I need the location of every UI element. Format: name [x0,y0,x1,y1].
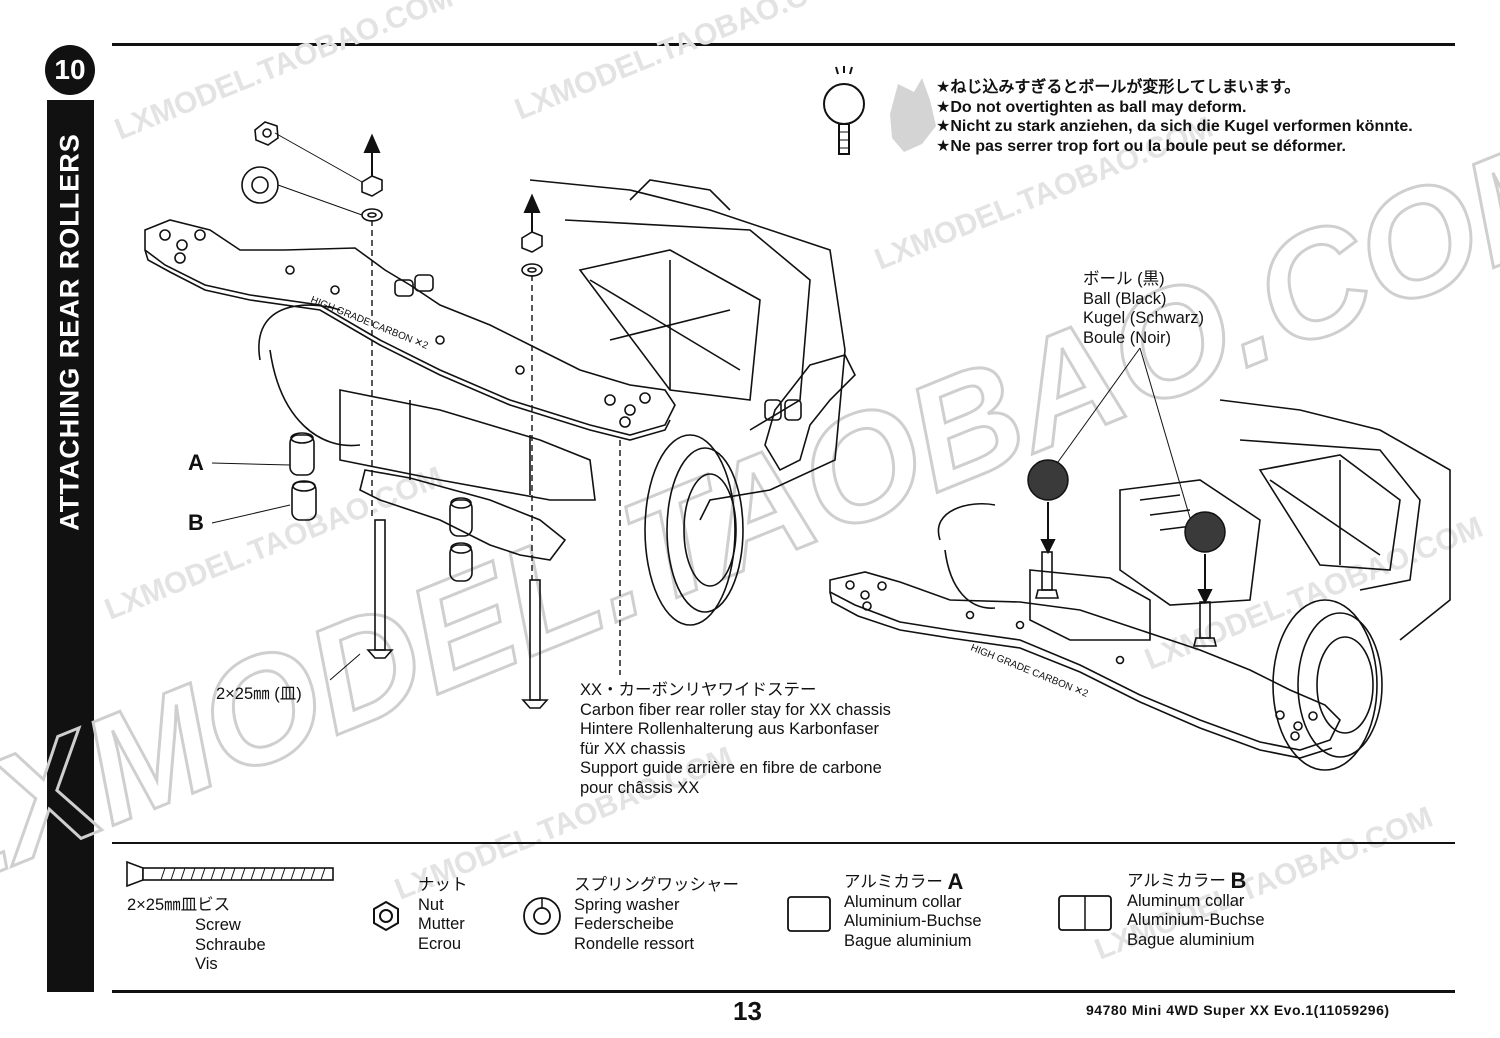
warning-line-jp: ★ねじ込みすぎるとボールが変形してしまいます。 [936,79,1301,96]
warning-line-fr: ★Ne pas serrer trop fort ou la boule peu… [936,137,1346,155]
ball-line-jp: ボール (黒) [1083,270,1165,288]
legend-washer-jp: スプリングワッシャー [574,876,739,894]
legend-nut-labels: ナット Nut Mutter Ecrou [418,876,468,954]
legend-washer-de: Federscheibe [574,915,674,933]
stay-callout: XX・カーボンリヤワイドステー Carbon fiber rear roller… [580,681,960,798]
legend-washer-en: Spring washer [574,895,680,914]
legend-collar-b-letter: B [1230,868,1247,893]
stay-line-de-2: für XX chassis [580,739,686,758]
legend-nut-en: Nut [418,895,444,914]
hex-nut-icon [373,900,399,932]
collar-b-label: B [188,510,204,535]
page-number: 13 [733,996,762,1026]
legend-collar-b-de: Aluminium-Buchse [1127,911,1265,929]
legend-collar-b-jp: アルミカラー [1127,872,1226,890]
legend-nut-de: Mutter [418,915,465,933]
stay-line-fr-1: Support guide arrière en fibre de carbon… [580,759,882,777]
step-title-bar [47,100,94,992]
legend-screw-jp: 2×25㎜皿ビス [127,896,231,914]
stay-line-fr-2: pour châssis XX [580,778,700,797]
legend-screw-names: Screw Schraube Vis [195,916,266,975]
legend-collar-b-fr: Bague aluminium [1127,930,1255,949]
spring-washer-icon [523,897,561,935]
legend-collar-b-en: Aluminum collar [1127,891,1245,910]
plate-marking-left: HIGH GRADE CARBON ✕2 [309,295,430,352]
legend-screw-fr: Vis [195,955,218,973]
legend-collar-a-de: Aluminium-Buchse [844,912,982,930]
legend-nut-jp: ナット [418,876,468,894]
legend-collar-a-jp: アルミカラー [844,873,943,891]
screw-size-callout: 2×25㎜ (皿) [216,685,302,703]
ball-line-en: Ball (Black) [1083,289,1167,308]
exploded-assembly-diagram: HIGH GRADE CARBON ✕2 [144,121,856,709]
countersunk-screw-icon [126,860,334,888]
stay-line-jp: XX・カーボンリヤワイドステー [580,681,817,699]
header-rule [112,43,1455,46]
collar-a-label: A [188,450,204,475]
legend-collar-a-fr: Bague aluminium [844,931,972,950]
collar-b-icon [1058,895,1112,931]
warning-line-en: ★Do not overtighten as ball may deform. [936,98,1247,116]
product-code: 94780 Mini 4WD Super XX Evo.1(11059296) [1086,1002,1390,1018]
warning-line-de: ★Nicht zu stark anziehen, da sich die Ku… [936,118,1413,135]
stay-line-de-1: Hintere Rollenhalterung aus Karbonfaser [580,720,880,738]
legend-collar-a-letter: A [947,869,964,894]
legend-screw-en: Screw [195,916,241,934]
step-number: 10 [45,45,95,95]
ball-line-fr: Boule (Noir) [1083,328,1172,347]
footer-rule [112,990,1455,993]
legend-collar-b-labels: アルミカラー B Aluminum collar Aluminium-Buchs… [1127,868,1265,950]
ball-line-de: Kugel (Schwarz) [1083,309,1205,327]
ball-stud-icon [823,66,936,155]
legend-nut-fr: Ecrou [418,934,462,953]
collar-a-icon [787,896,831,932]
stay-line-en: Carbon fiber rear roller stay for XX cha… [580,700,891,719]
legend-collar-a-en: Aluminum collar [844,892,962,911]
assembled-view-diagram: HIGH GRADE CARBON ✕2 [829,347,1451,771]
ball-callout: ボール (黒) Ball (Black) Kugel (Schwarz) Bou… [1083,270,1283,348]
warning-text: ★ねじ込みすぎるとボールが変形してしまいます。 ★Do not overtigh… [936,78,1456,156]
collar-leader-lines [211,462,291,524]
legend-washer-labels: スプリングワッシャー Spring washer Federscheibe Ro… [574,876,739,954]
legend-screw-de: Schraube [195,935,266,954]
legend-washer-fr: Rondelle ressort [574,934,695,953]
legend-divider [112,842,1455,844]
legend-collar-a-labels: アルミカラー A Aluminum collar Aluminium-Buchs… [844,869,982,951]
